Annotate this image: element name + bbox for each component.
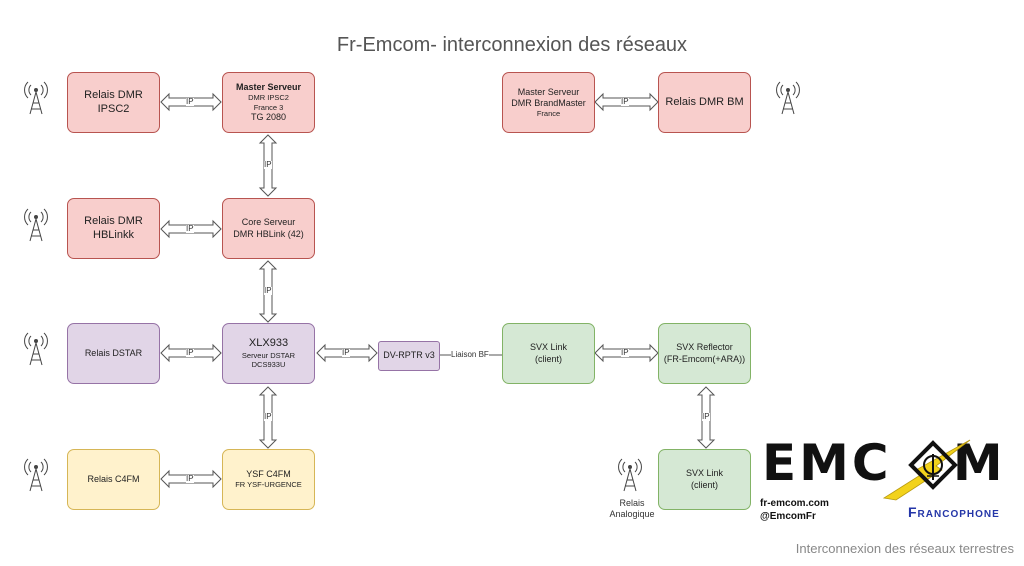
emcom-logo: EMC M fr-emcom.com @EmcomFr Francophone (760, 436, 1016, 526)
edge-label-ip: IP (186, 474, 194, 483)
node-line: France 3 (253, 102, 284, 112)
node-line: FR YSF-URGENCE (235, 480, 302, 490)
node-line: (FR-Emcom(+ARA)) (663, 353, 746, 364)
node-relais-dstar: Relais DSTAR (67, 323, 160, 384)
node-line: DMR BrandMaster (511, 97, 586, 108)
logo-contact: fr-emcom.com @EmcomFr (760, 498, 829, 523)
radio-tower-icon (776, 81, 800, 115)
node-line: Core Serveur (241, 217, 296, 228)
label-line: Relais (619, 498, 645, 508)
node-line: Serveur DSTAR (241, 351, 296, 360)
node-master-bm: Master Serveur DMR BrandMaster France (502, 72, 595, 133)
node-line: YSF C4FM (246, 469, 291, 480)
node-line: DMR HBLink (42) (233, 228, 304, 239)
node-line: Relais DSTAR (84, 347, 143, 358)
radio-tower-icon (24, 458, 48, 492)
node-line: TG 2080 (250, 111, 287, 122)
logo-wordmark: EMC M (762, 434, 1006, 492)
edge-label-ip: IP (621, 97, 629, 106)
node-line: Master Serveur (235, 81, 302, 92)
node-line: DCS933U (251, 360, 286, 370)
node-relais-ipsc2: Relais DMR IPSC2 (67, 72, 160, 133)
node-line: France (536, 109, 561, 119)
antenna-diamond-icon (908, 440, 958, 490)
label-line: Analogique (609, 508, 655, 519)
node-core-serveur: Core Serveur DMR HBLink (42) (222, 198, 315, 259)
node-line: Relais DMR IPSC2 (84, 88, 143, 115)
node-line: SVX Link (529, 342, 568, 353)
node-svx-reflector: SVX Reflector (FR-Emcom(+ARA)) (658, 323, 751, 384)
edge-label-liaison-bf: Liaison BF (451, 350, 489, 359)
edge-label-ip: IP (342, 348, 350, 357)
edge-label-ip: IP (186, 224, 194, 233)
node-svx-link-2: SVX Link (client) (658, 449, 751, 510)
node-line: (client) (690, 479, 718, 490)
node-line: DV-RPTR v3 (383, 350, 435, 361)
edge-label-ip: IP (621, 348, 629, 357)
logo-tagline: Francophone (908, 504, 1000, 520)
node-svx-link-1: SVX Link (client) (502, 323, 595, 384)
logo-url: fr-emcom.com (760, 498, 829, 509)
edge-label-ip: IP (702, 412, 710, 421)
node-xlx933: XLX933 Serveur DSTAR DCS933U (222, 323, 315, 384)
edge-label-ip: IP (186, 348, 194, 357)
node-relais-c4fm: Relais C4FM (67, 449, 160, 510)
radio-tower-icon (24, 332, 48, 366)
node-line: SVX Link (685, 468, 724, 479)
node-master-ipsc2: Master Serveur DMR IPSC2 France 3 TG 208… (222, 72, 315, 133)
footer-caption: Interconnexion des réseaux terrestres (795, 541, 1014, 556)
diagram-title: Fr-Emcom- interconnexion des réseaux (336, 34, 688, 56)
node-line: Relais DMR BM (665, 95, 744, 108)
edge-label-ip: IP (264, 286, 272, 295)
radio-tower-icon (618, 458, 642, 492)
node-line: (client) (534, 353, 562, 364)
edge-label-ip: IP (186, 97, 194, 106)
node-line: XLX933 (248, 337, 289, 350)
node-line: SVX Reflector (676, 342, 733, 353)
node-relais-hblink: Relais DMR HBLinkk (67, 198, 160, 259)
edge-label-ip: IP (264, 412, 272, 421)
node-line: Relais C4FM (87, 473, 140, 484)
node-line: Master Serveur (517, 86, 580, 97)
node-line: Relais DMR HBLinkk (84, 214, 143, 241)
radio-tower-icon (24, 81, 48, 115)
edge-label-ip: IP (264, 160, 272, 169)
node-line: DMR IPSC2 (248, 93, 289, 103)
node-relais-bm: Relais DMR BM (658, 72, 751, 133)
logo-handle: @EmcomFr (760, 510, 816, 522)
node-dvrptr: DV-RPTR v3 (378, 341, 440, 371)
radio-tower-icon (24, 208, 48, 242)
node-ysf-c4fm: YSF C4FM FR YSF-URGENCE (222, 449, 315, 510)
relais-analogique-label: Relais Analogique (602, 498, 662, 520)
